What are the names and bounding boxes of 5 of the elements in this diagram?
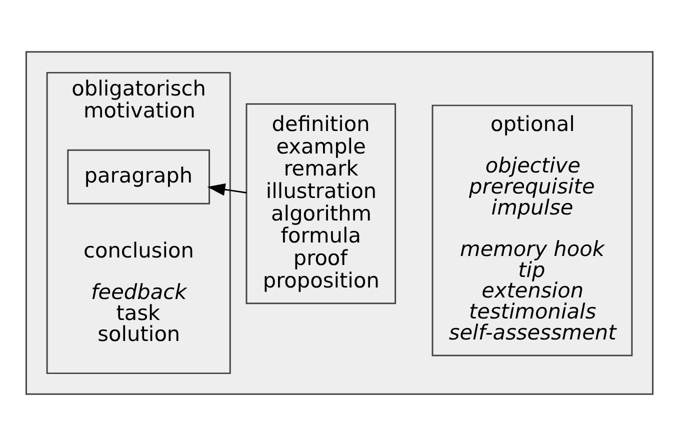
arrow bbox=[207, 182, 247, 196]
cluster bbox=[26, 50, 654, 394]
node-box: paragraph bbox=[67, 148, 210, 204]
node-box: definition example remark illustration algorithm formula proof proposition bbox=[246, 102, 396, 304]
node-box: optional objective prerequisite impulse memory hook tip extension testimonials self-assessment bbox=[432, 104, 633, 356]
